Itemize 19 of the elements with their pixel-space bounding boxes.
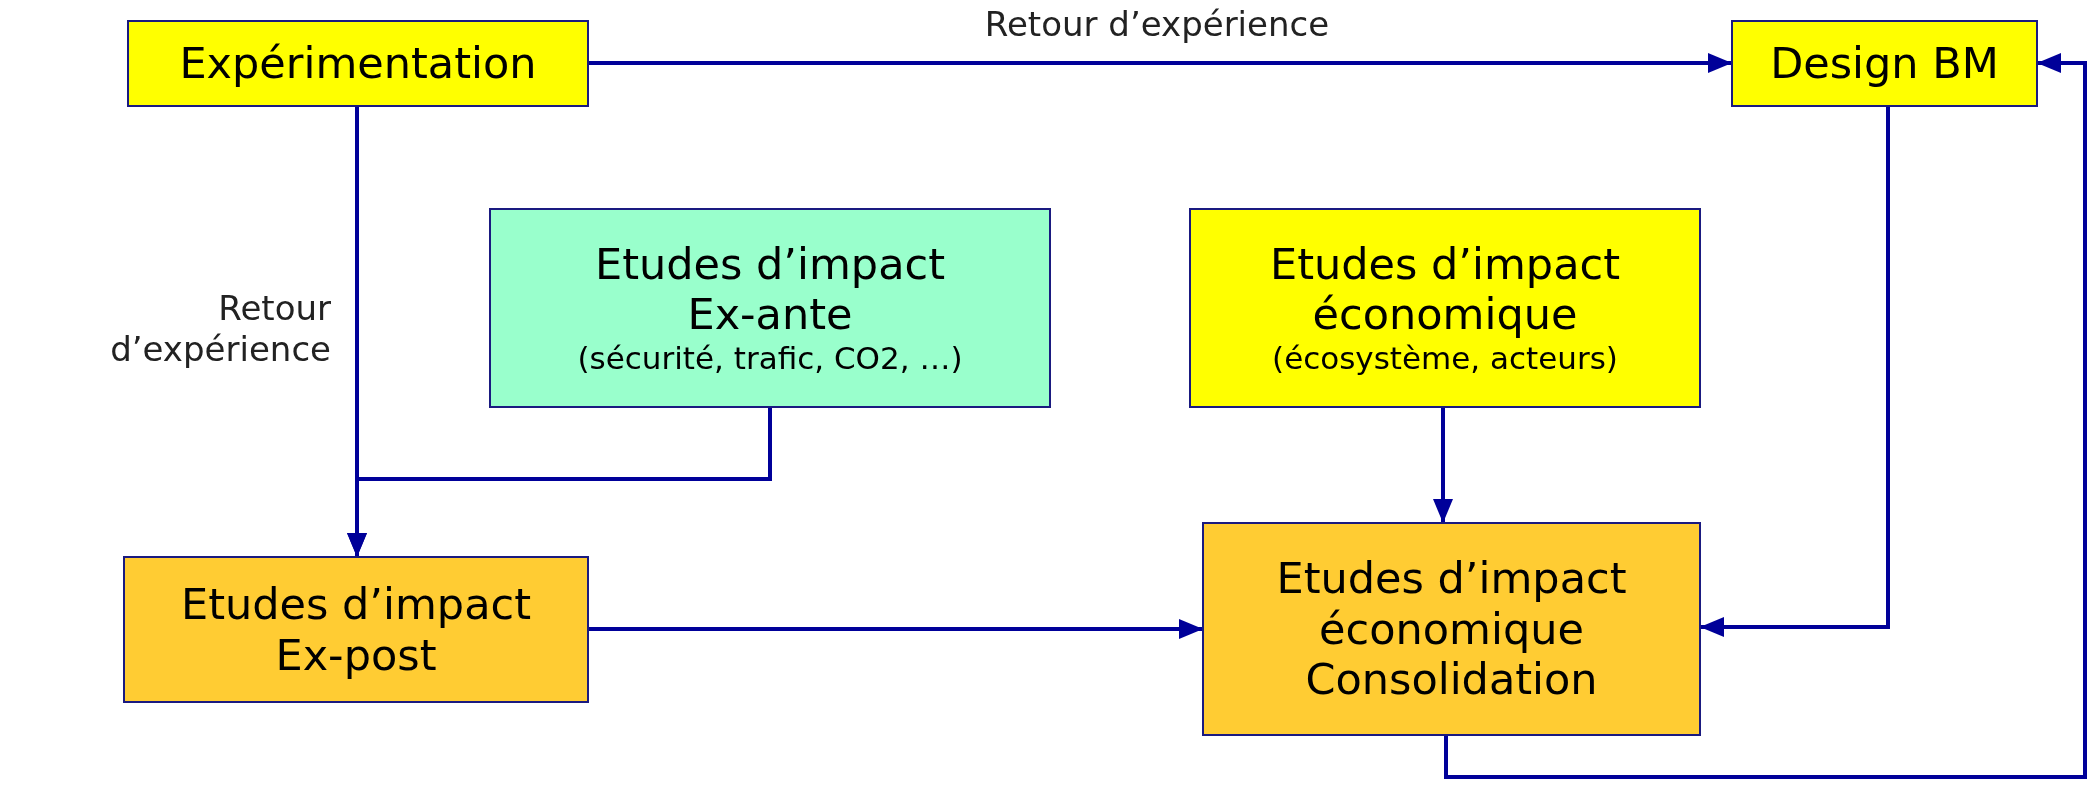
- box-title: Design BM: [1770, 38, 1999, 89]
- process-box: [123, 556, 589, 703]
- arrow: [589, 53, 1732, 73]
- arrow: [1700, 107, 1890, 637]
- arrow: [1444, 53, 2087, 779]
- box-subtitle: (sécurité, trafic, CO2, …): [577, 340, 963, 378]
- box-title: Etudes d’impact économique Consolidation: [1275, 552, 1628, 706]
- arrow: [589, 619, 1203, 639]
- process-box: [1189, 208, 1701, 408]
- process-box: [127, 20, 589, 107]
- box-title: Expérimentation: [179, 38, 537, 89]
- process-box: [1731, 20, 2038, 107]
- process-box: [489, 208, 1051, 408]
- box-title: Etudes d’impact Ex-ante: [593, 238, 946, 341]
- process-box: [1202, 522, 1701, 736]
- box-subtitle: (écosystème, acteurs): [1272, 340, 1618, 378]
- box-title: Etudes d’impact économique: [1268, 238, 1621, 341]
- box-title: Etudes d’impact Ex-post: [179, 578, 532, 681]
- arrow: [1433, 408, 1453, 523]
